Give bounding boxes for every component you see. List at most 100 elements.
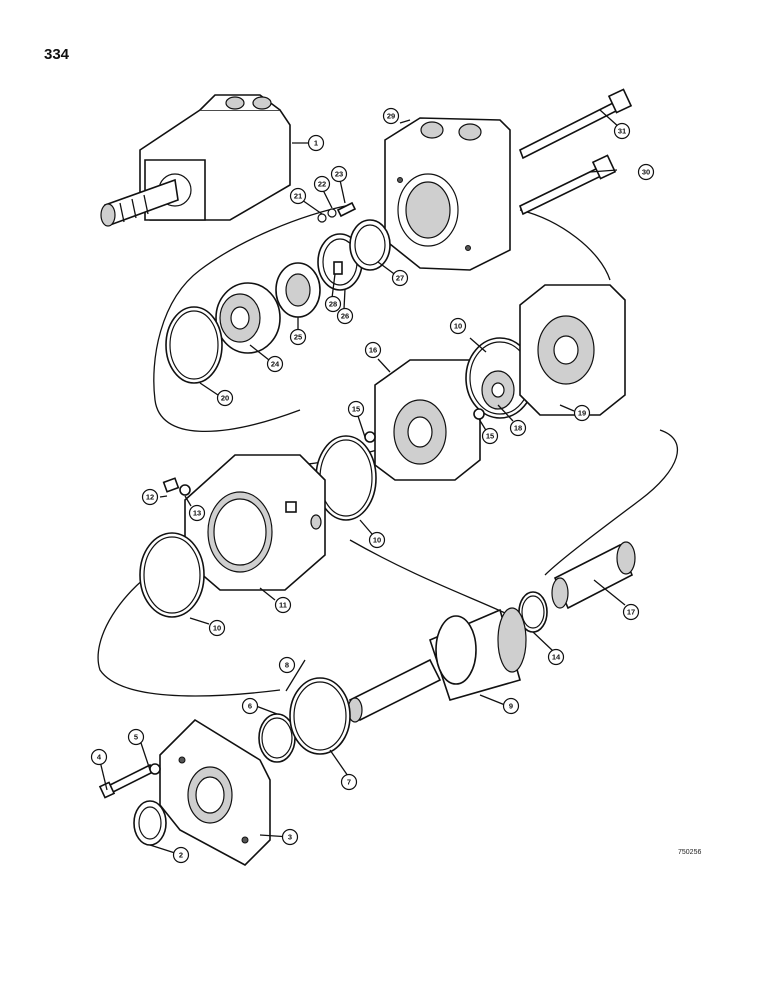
svg-text:20: 20 — [221, 394, 229, 403]
svg-text:6: 6 — [248, 702, 252, 711]
svg-text:16: 16 — [369, 346, 377, 355]
part-19-end-cap — [519, 284, 626, 416]
callout-20: 20 — [216, 389, 234, 407]
part-18-gear — [481, 370, 515, 410]
callout-3: 3 — [281, 828, 299, 846]
svg-text:15: 15 — [352, 405, 360, 414]
callout-28: 28 — [324, 295, 342, 313]
callout-22: 22 — [313, 175, 331, 193]
callout-15-right: 15 — [481, 427, 499, 445]
callout-19: 19 — [573, 404, 591, 422]
callout-29: 29 — [382, 107, 400, 125]
part-11-housing — [184, 454, 326, 591]
callout-11: 11 — [274, 596, 292, 614]
part-14-ring — [518, 591, 548, 633]
svg-text:25: 25 — [294, 333, 302, 342]
callout-12: 12 — [141, 488, 159, 506]
part-31-bolt — [518, 88, 633, 160]
callout-24: 24 — [266, 355, 284, 373]
part-9-output-shaft — [347, 607, 527, 723]
part-1-motor-assembly — [100, 94, 291, 227]
svg-text:4: 4 — [97, 753, 102, 762]
part-25-seal — [275, 262, 321, 318]
callout-23: 23 — [330, 165, 348, 183]
svg-text:26: 26 — [341, 312, 349, 321]
callout-18: 18 — [509, 419, 527, 437]
svg-text:27: 27 — [396, 274, 404, 283]
svg-text:30: 30 — [642, 168, 650, 177]
callout-9: 9 — [502, 697, 520, 715]
part-17-drive-shaft — [551, 541, 636, 610]
parts-21-22-23-small-hardware — [317, 201, 357, 223]
svg-text:29: 29 — [387, 112, 395, 121]
part-30-bolt — [518, 154, 617, 216]
svg-text:12: 12 — [146, 493, 154, 502]
part-16-o-ring — [315, 435, 377, 521]
svg-text:10: 10 — [454, 322, 462, 331]
part-28-pin — [333, 261, 343, 275]
callout-7: 7 — [340, 773, 358, 791]
svg-text:5: 5 — [134, 733, 138, 742]
svg-text:24: 24 — [271, 360, 280, 369]
svg-text:28: 28 — [329, 300, 337, 309]
page-number: 334 — [44, 46, 70, 63]
svg-text:22: 22 — [318, 180, 326, 189]
svg-text:17: 17 — [627, 608, 635, 617]
part-8-retaining-ring — [289, 677, 351, 755]
callout-13: 13 — [188, 504, 206, 522]
callout-6: 6 — [241, 697, 259, 715]
svg-text:9: 9 — [509, 702, 513, 711]
svg-text:14: 14 — [552, 653, 561, 662]
svg-text:1: 1 — [314, 139, 318, 148]
svg-text:23: 23 — [335, 170, 343, 179]
leader-lines — [98, 109, 626, 854]
svg-text:31: 31 — [618, 127, 626, 136]
part-29-housing — [384, 117, 511, 271]
svg-text:13: 13 — [193, 509, 201, 518]
callout-27: 27 — [391, 269, 409, 287]
part-12-plug — [162, 477, 180, 493]
callout-15-left: 15 — [347, 400, 365, 418]
svg-text:7: 7 — [347, 778, 351, 787]
part-10-o-ring-lower — [139, 532, 205, 618]
callout-31: 31 — [613, 122, 631, 140]
callout-10-lower: 10 — [208, 619, 226, 637]
callout-5: 5 — [127, 728, 145, 746]
callout-26: 26 — [336, 307, 354, 325]
part-20-o-ring — [165, 306, 223, 384]
part-16-plate — [374, 359, 481, 481]
figure-code: 750256 — [678, 849, 702, 856]
svg-text:15: 15 — [486, 432, 494, 441]
svg-text:10: 10 — [213, 624, 221, 633]
callout-4: 4 — [90, 748, 108, 766]
callout-1: 1 — [307, 134, 325, 152]
part-27-washer — [349, 219, 391, 271]
callout-30: 30 — [637, 163, 655, 181]
part-15-seal-ring-left — [364, 431, 376, 443]
part-4-bolt — [98, 763, 155, 799]
callout-16-upper: 16 — [364, 341, 382, 359]
callout-21: 21 — [289, 187, 307, 205]
svg-text:10: 10 — [373, 536, 381, 545]
svg-text:19: 19 — [578, 409, 586, 418]
callout-25: 25 — [289, 328, 307, 346]
svg-text:8: 8 — [285, 661, 289, 670]
svg-text:3: 3 — [288, 833, 292, 842]
part-24-valve — [215, 282, 281, 354]
callout-10-upper: 10 — [449, 317, 467, 335]
callout-10-middle: 10 — [368, 531, 386, 549]
part-2-seal — [133, 800, 167, 846]
callout-8: 8 — [278, 656, 296, 674]
callout-17: 17 — [622, 603, 640, 621]
svg-text:21: 21 — [294, 192, 302, 201]
part-15-seal-ring-right — [473, 408, 485, 420]
part-3-mounting-flange — [159, 718, 271, 866]
svg-text:18: 18 — [514, 424, 522, 433]
part-6-o-ring — [258, 713, 296, 763]
part-13-o-ring — [179, 484, 191, 496]
callout-2: 2 — [172, 846, 190, 864]
callout-14: 14 — [547, 648, 565, 666]
part-5-washer — [149, 763, 161, 775]
svg-text:2: 2 — [179, 851, 183, 860]
